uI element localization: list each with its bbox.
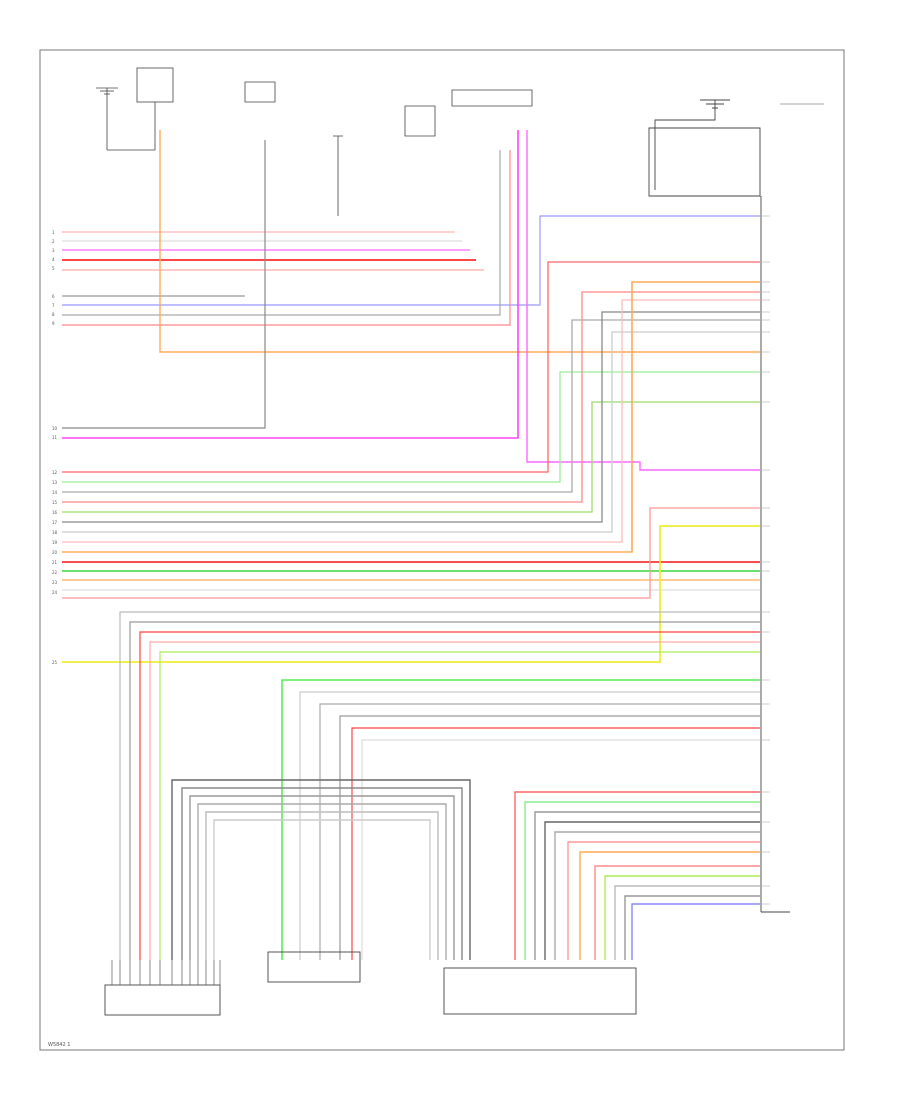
svg-text:5: 5 <box>52 266 55 271</box>
svg-text:22: 22 <box>52 570 58 575</box>
svg-text:25: 25 <box>52 660 58 665</box>
svg-text:10: 10 <box>52 426 58 431</box>
svg-text:8: 8 <box>52 312 55 317</box>
footer-code: W5842 1 <box>48 1042 70 1048</box>
svg-text:15: 15 <box>52 500 58 505</box>
bottom-pin-ticks <box>119 960 215 985</box>
svg-text:12: 12 <box>52 470 58 475</box>
svg-text:2: 2 <box>52 239 55 244</box>
svg-text:17: 17 <box>52 520 58 525</box>
svg-text:19: 19 <box>52 540 58 545</box>
svg-text:23: 23 <box>52 580 58 585</box>
svg-text:7: 7 <box>52 303 55 308</box>
bottom-right-connector <box>443 967 637 1015</box>
right-pin-stubs <box>761 215 770 905</box>
front-speaker-connectors <box>244 81 533 216</box>
svg-text:11: 11 <box>52 435 58 440</box>
svg-text:9: 9 <box>52 321 55 326</box>
main-module-right <box>648 99 790 913</box>
svg-text:13: 13 <box>52 480 58 485</box>
bottom-left-connector <box>104 984 221 1016</box>
svg-text:3: 3 <box>52 248 55 253</box>
wire-bus-bottom <box>171 779 760 960</box>
top-ground-symbol <box>96 87 118 150</box>
top-module-box <box>136 67 174 103</box>
svg-text:6: 6 <box>52 294 55 299</box>
wire-bus-upper <box>62 130 760 471</box>
svg-text:18: 18 <box>52 530 58 535</box>
bottom-center-connector <box>267 951 361 983</box>
svg-text:20: 20 <box>52 550 58 555</box>
svg-text:21: 21 <box>52 560 58 565</box>
diagram-frame <box>39 49 845 1051</box>
svg-text:16: 16 <box>52 510 58 515</box>
svg-text:1: 1 <box>52 230 55 235</box>
svg-text:24: 24 <box>52 590 58 595</box>
svg-text:14: 14 <box>52 490 58 495</box>
wire-bus-lower <box>119 611 760 960</box>
svg-text:4: 4 <box>52 257 55 262</box>
wire-bus-middle <box>62 261 760 663</box>
